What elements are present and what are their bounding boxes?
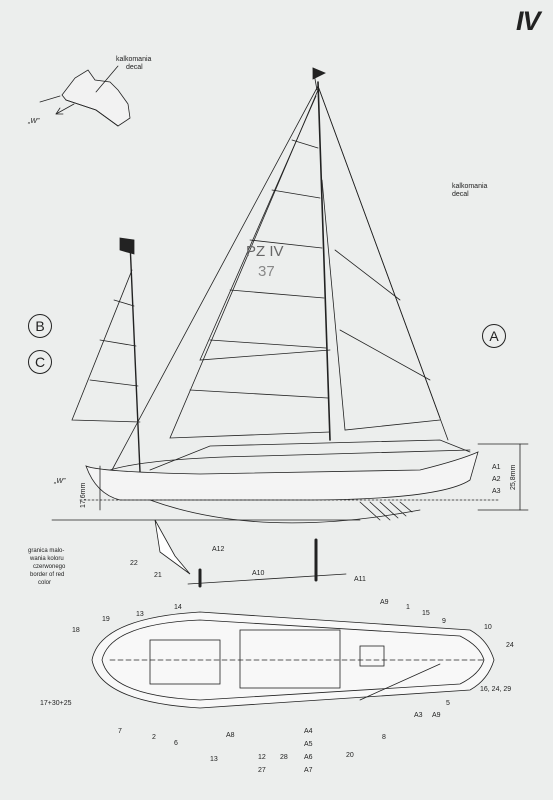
waterline-note-l2: wania koloru xyxy=(30,556,64,562)
plan-label-a3: A3 xyxy=(414,712,423,719)
plan-label-28: 28 xyxy=(280,754,288,761)
plan-label-5: 5 xyxy=(446,700,450,707)
decal-detail-boat xyxy=(39,69,131,127)
label-a2: A2 xyxy=(492,476,501,483)
label-22: 22 xyxy=(130,560,138,567)
plan-label-17: 17+30+25 xyxy=(40,700,72,707)
plan-label-27: 27 xyxy=(258,767,266,774)
plan-label-a9-top: A9 xyxy=(380,599,389,606)
plan-label-13a: 13 xyxy=(136,611,144,618)
sail-class-mark: PZ IV xyxy=(246,243,284,260)
label-a3: A3 xyxy=(492,488,501,495)
waterline-note-l1: granica malo- xyxy=(28,548,65,554)
plan-label-24: 24 xyxy=(506,642,514,649)
plan-label-9: 9 xyxy=(442,618,446,625)
deck-plan-view xyxy=(91,611,495,709)
plan-label-14: 14 xyxy=(174,604,182,611)
decal-top-label-en: decal xyxy=(126,64,143,71)
plan-label-a6: A6 xyxy=(304,754,313,761)
plan-label-2: 2 xyxy=(152,734,156,741)
decal-top-leader xyxy=(95,65,119,93)
plan-label-12: 12 xyxy=(258,754,266,761)
plan-label-a7: A7 xyxy=(304,767,313,774)
sail-label-b: B xyxy=(28,314,52,338)
depth-dimension: 25,8mm xyxy=(510,464,517,490)
plan-label-16: 16, 24, 29 xyxy=(480,686,512,693)
sail-label-a: A xyxy=(482,324,506,348)
plan-label-19: 19 xyxy=(102,616,110,623)
plan-label-10: 10 xyxy=(484,624,492,631)
view-arrow-label: „W” xyxy=(28,118,40,125)
plan-label-6: 6 xyxy=(174,740,178,747)
plan-label-8: 8 xyxy=(382,734,386,741)
plan-label-13b: 13 xyxy=(210,756,218,763)
label-a10: A10 xyxy=(252,570,265,577)
plan-label-a4: A4 xyxy=(304,728,313,735)
decal-right-label-pl: kalkomania xyxy=(452,183,488,190)
plan-label-20: 20 xyxy=(346,752,354,759)
sail-label-c: C xyxy=(28,350,52,374)
waterline-note-l3: czerwonego xyxy=(33,564,66,570)
plan-label-18: 18 xyxy=(72,627,80,634)
plan-label-15: 15 xyxy=(422,610,430,617)
freeboard-dimension: 17,6mm xyxy=(80,482,87,508)
plan-label-a5: A5 xyxy=(304,741,313,748)
label-a12: A12 xyxy=(212,546,225,553)
view-arrow-side: „W” xyxy=(54,478,66,485)
plan-label-a8: A8 xyxy=(226,732,235,739)
label-21: 21 xyxy=(154,572,162,579)
page-number: IV xyxy=(516,6,540,36)
plan-label-a9-b: A9 xyxy=(432,712,441,719)
sail-number-mark: 37 xyxy=(258,263,275,280)
waterline-note-l4: border of red xyxy=(30,572,65,578)
waterline-note-l5: color xyxy=(38,580,52,586)
hull-side-view xyxy=(51,439,529,588)
plan-label-7: 7 xyxy=(118,728,122,735)
plan-label-1: 1 xyxy=(406,604,410,611)
label-a1: A1 xyxy=(492,464,501,471)
label-a11: A11 xyxy=(354,576,366,583)
decal-right-label-en: decal xyxy=(452,191,469,198)
decal-top-label-pl: kalkomania xyxy=(116,56,152,63)
mainsail-rig xyxy=(111,67,449,471)
mizzen-rig xyxy=(71,237,141,473)
